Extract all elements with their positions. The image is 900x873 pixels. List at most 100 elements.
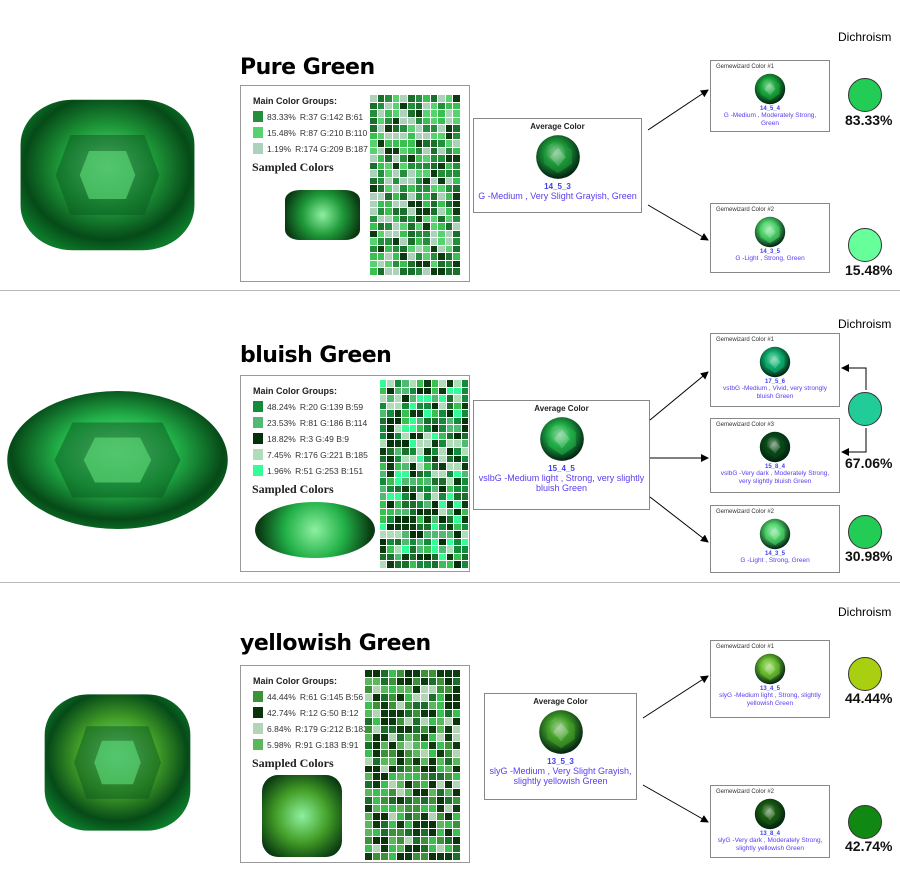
average-color-gem-icon <box>538 710 583 754</box>
sampled-color-cell <box>439 553 446 561</box>
sampled-color-cell <box>446 493 454 500</box>
sampled-color-cell <box>437 693 444 701</box>
sampled-color-cell <box>385 170 392 177</box>
sampled-color-cell <box>445 208 453 215</box>
sampled-color-cell <box>424 432 431 440</box>
sampled-color-cell <box>407 260 415 268</box>
sampled-color-cell <box>402 410 409 417</box>
sampled-color-cell <box>413 853 420 860</box>
sampled-color-cell <box>445 215 453 223</box>
sampled-color-cell <box>407 200 415 208</box>
arrow <box>649 371 709 421</box>
sampled-color-cell <box>385 117 392 125</box>
sampled-color-cell <box>431 402 439 410</box>
sampled-color-cell <box>438 208 445 215</box>
sampled-color-cell <box>439 561 446 568</box>
sampled-color-cell <box>365 693 372 701</box>
sampled-color-cell <box>397 845 404 853</box>
sampled-color-cell <box>446 455 454 463</box>
sampled-color-cell <box>377 253 385 260</box>
color-group-percent: 15.48% <box>267 127 296 138</box>
sampled-color-cell <box>380 470 387 478</box>
sampled-color-cell <box>415 110 423 117</box>
sampled-color-cell <box>387 448 394 455</box>
sampled-color-cell <box>387 402 394 410</box>
dichroism-percent: 42.74% <box>845 838 893 854</box>
sampled-color-cell <box>417 380 424 387</box>
sampled-color-cell <box>370 185 377 193</box>
color-group-percent: 23.53% <box>267 417 296 428</box>
sampled-color-cell <box>430 253 438 260</box>
sampled-color-cell <box>453 829 460 837</box>
sampled-color-cell <box>413 709 420 717</box>
sampled-color-cell <box>461 380 468 387</box>
sampled-color-cell <box>389 765 396 773</box>
sampled-color-cell <box>430 102 438 110</box>
sampled-color-cell <box>407 102 415 110</box>
sampled-color-cell <box>370 110 377 117</box>
sampled-color-cell <box>392 230 400 238</box>
sampled-color-cell <box>402 402 409 410</box>
sampled-color-cell <box>377 208 385 215</box>
sampled-color-cell <box>381 693 388 701</box>
sampled-color-cell <box>381 805 388 813</box>
sampled-color-cell <box>402 395 409 402</box>
sampled-color-cell <box>377 223 385 230</box>
color-swatch <box>253 739 263 750</box>
sampled-color-cell <box>402 561 409 568</box>
sampled-color-cell <box>394 463 402 470</box>
sampled-color-cell <box>424 485 431 493</box>
sampled-color-cell <box>392 260 400 268</box>
sampled-color-cell <box>461 448 468 455</box>
sampled-color-cell <box>445 789 452 797</box>
sampled-color-cell <box>385 95 392 102</box>
sampled-color-cell <box>446 395 454 402</box>
sampled-color-cell <box>387 470 394 478</box>
sampled-color-cell <box>415 102 423 110</box>
sampled-color-cell <box>438 162 445 170</box>
gemewizard-gem-icon <box>759 518 791 550</box>
color-group-rgb: R:51 G:253 B:151 <box>295 465 364 476</box>
sampled-colors-grid <box>380 380 468 568</box>
color-group-percent: 44.44% <box>267 691 296 702</box>
sampled-color-cell <box>417 561 424 568</box>
sampled-color-cell <box>429 693 436 701</box>
sampled-color-cell <box>400 260 407 268</box>
sampled-color-cell <box>461 531 468 538</box>
sampled-color-cell <box>423 162 430 170</box>
average-color-description: G -Medium , Very Slight Grayish, Green <box>478 191 637 201</box>
gemewizard-gem-icon <box>754 73 786 105</box>
sampled-color-cell <box>409 561 417 568</box>
sampled-color-cell <box>389 749 396 757</box>
sampled-color-cell <box>407 125 415 132</box>
sampled-color-cell <box>380 440 387 448</box>
sampled-color-cell <box>439 380 446 387</box>
gemewizard-gem-icon <box>754 653 786 685</box>
sampled-color-cell <box>394 425 402 432</box>
sampled-gem-image <box>255 502 375 558</box>
sampled-color-cell <box>431 546 439 553</box>
sampled-color-cell <box>392 147 400 155</box>
sampled-color-cell <box>453 140 460 147</box>
sampled-color-cell <box>423 238 430 245</box>
sampled-color-cell <box>453 162 460 170</box>
sampled-color-cell <box>385 110 392 117</box>
sampled-color-cell <box>407 230 415 238</box>
sampled-color-cell <box>415 117 423 125</box>
dichroism-color-circle <box>848 657 882 691</box>
sampled-color-cell <box>431 380 439 387</box>
sampled-color-cell <box>445 125 453 132</box>
sampled-color-cell <box>397 773 404 781</box>
color-swatch <box>253 127 263 138</box>
sampled-color-cell <box>380 463 387 470</box>
sampled-color-cell <box>407 268 415 275</box>
sampled-color-cell <box>461 478 468 485</box>
color-swatch <box>253 111 263 122</box>
sampled-color-cell <box>431 493 439 500</box>
dichroism-percent: 83.33% <box>845 112 893 128</box>
sampled-color-cell <box>405 709 412 717</box>
arrow <box>642 675 709 719</box>
sampled-color-cell <box>407 253 415 260</box>
sampled-color-cell <box>389 821 396 829</box>
sampled-color-cell <box>417 402 424 410</box>
